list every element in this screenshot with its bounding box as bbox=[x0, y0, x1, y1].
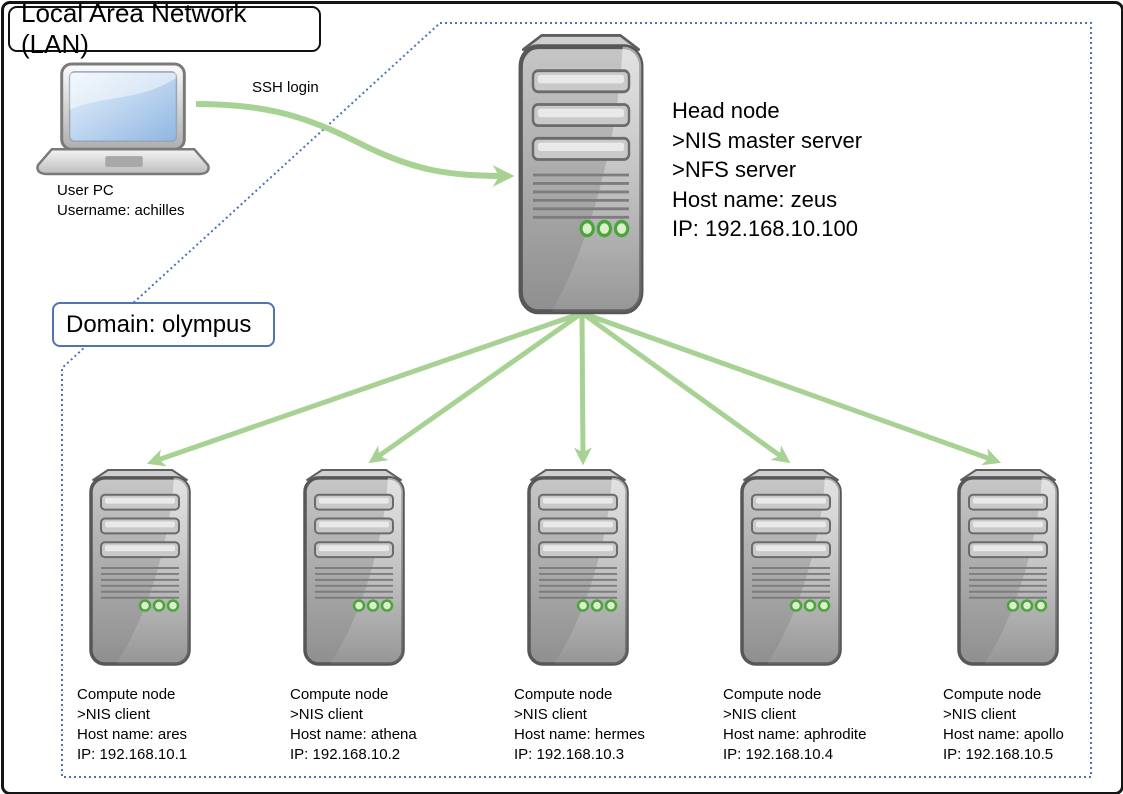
fan-arrow-5 bbox=[581, 310, 1002, 466]
compute-node-line: Compute node bbox=[514, 686, 613, 703]
head-node-line: Host name: zeus bbox=[672, 186, 838, 212]
compute-node-line: >NIS client bbox=[77, 706, 150, 723]
compute-server-icon-1 bbox=[88, 469, 192, 667]
compute-node-line: IP: 192.168.10.1 bbox=[77, 746, 188, 763]
compute-node-label-3: Compute node >NIS client Host name: herm… bbox=[514, 685, 645, 765]
user-pc-username: Username: achilles bbox=[57, 202, 185, 219]
compute-node-line: IP: 192.168.10.5 bbox=[943, 746, 1054, 763]
domain-label: Domain: olympus bbox=[66, 310, 252, 338]
ssh-login-label: SSH login bbox=[252, 79, 319, 96]
compute-node-line: Host name: athena bbox=[290, 726, 417, 743]
compute-node-label-1: Compute node >NIS client Host name: ares… bbox=[77, 685, 187, 765]
compute-node-label-5: Compute node >NIS client Host name: apol… bbox=[943, 685, 1064, 765]
laptop-icon bbox=[36, 62, 214, 176]
fan-arrow-3 bbox=[573, 312, 592, 466]
compute-node-line: >NIS client bbox=[723, 706, 796, 723]
compute-node-line: Compute node bbox=[77, 686, 176, 703]
compute-node-line: Compute node bbox=[943, 686, 1042, 703]
compute-node-line: Compute node bbox=[290, 686, 389, 703]
compute-server-icon-5 bbox=[956, 469, 1060, 667]
head-node-server-icon bbox=[517, 34, 645, 316]
head-node-line: >NIS master server bbox=[672, 127, 863, 153]
compute-node-line: >NIS client bbox=[290, 706, 363, 723]
compute-server-icon-4 bbox=[739, 469, 843, 667]
user-pc-label: User PC Username: achilles bbox=[57, 181, 185, 221]
compute-node-line: IP: 192.168.10.3 bbox=[514, 746, 625, 763]
compute-node-line: IP: 192.168.10.2 bbox=[290, 746, 401, 763]
head-node-line: Head node bbox=[672, 98, 780, 123]
title-box: Local Area Network (LAN) bbox=[8, 0, 321, 59]
head-node-line: >NFS server bbox=[672, 157, 797, 182]
user-pc-name: User PC bbox=[57, 182, 114, 199]
diagram-title: Local Area Network (LAN) bbox=[21, 0, 247, 59]
domain-box: Domain: olympus bbox=[52, 302, 275, 347]
compute-node-label-2: Compute node >NIS client Host name: athe… bbox=[290, 685, 417, 765]
ssh-arrow bbox=[195, 101, 515, 187]
compute-node-line: >NIS client bbox=[943, 706, 1016, 723]
compute-server-icon-3 bbox=[526, 469, 630, 667]
compute-node-line: Host name: ares bbox=[77, 726, 188, 743]
compute-node-label-4: Compute node >NIS client Host name: aphr… bbox=[723, 685, 866, 765]
compute-node-line: IP: 192.168.10.4 bbox=[723, 746, 834, 763]
compute-node-line: Compute node bbox=[723, 686, 822, 703]
compute-node-line: Host name: aphrodite bbox=[723, 726, 867, 743]
head-node-label: Head node >NIS master server >NFS server… bbox=[672, 96, 862, 244]
head-node-line: IP: 192.168.10.100 bbox=[672, 216, 858, 241]
compute-node-line: Host name: hermes bbox=[514, 726, 645, 743]
compute-node-line: Host name: apollo bbox=[943, 726, 1064, 743]
fan-arrow-4 bbox=[580, 310, 791, 464]
fan-arrow-2 bbox=[368, 310, 584, 464]
compute-node-line: >NIS client bbox=[514, 706, 587, 723]
compute-server-icon-2 bbox=[302, 469, 406, 667]
